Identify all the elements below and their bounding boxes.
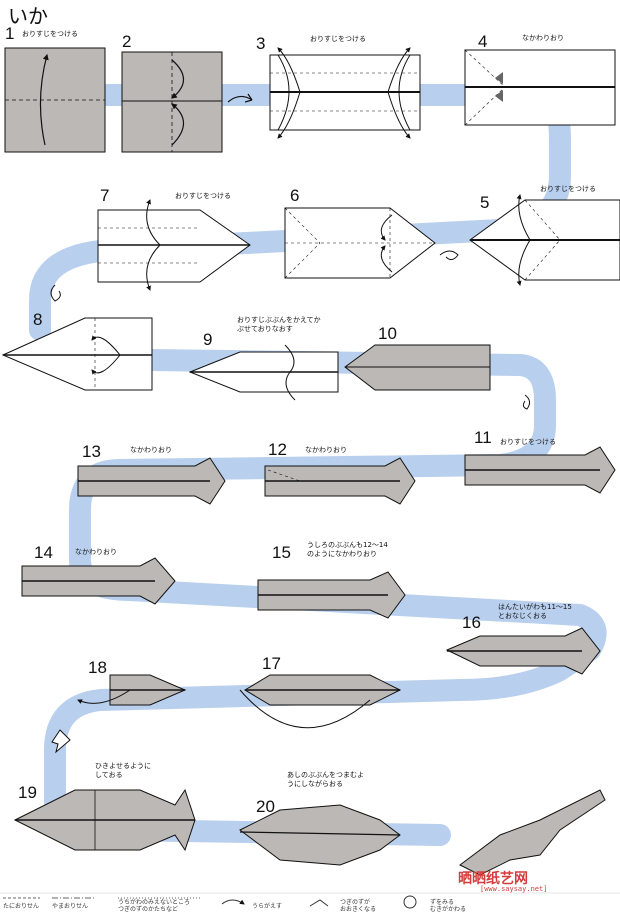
step-8-figure — [1, 317, 153, 391]
rotate-arrow-icon-3 — [522, 394, 531, 410]
step-note-1: おりすじをつける — [22, 30, 78, 38]
step-number-14: 14 — [34, 543, 53, 562]
step-number-8: 8 — [33, 310, 43, 329]
step-number-16: 16 — [462, 613, 481, 632]
step-note-16-line2: とおなじくおる — [498, 612, 547, 620]
step-note-12: なかわりおり — [305, 446, 347, 454]
step-number-1: 1 — [5, 24, 15, 43]
step-7-figure — [97, 199, 251, 291]
step-note-7: おりすじをつける — [175, 192, 231, 200]
step-1-figure — [4, 47, 106, 153]
step-10-figure — [344, 344, 491, 391]
step-note-4: なかわりおり — [522, 34, 564, 42]
watermark-brand: 晒晒纸艺网 — [458, 871, 528, 887]
step-number-19: 19 — [18, 783, 37, 802]
step-5-figure — [469, 194, 620, 286]
legend-enlarge-label-2: おおきくなる — [340, 906, 377, 913]
step-9-figure — [188, 344, 339, 401]
step-note-15-line2: のようになかわりおり — [307, 550, 377, 558]
step-13-figure — [77, 457, 226, 505]
step-number-10: 10 — [378, 324, 397, 343]
legend — [0, 892, 620, 909]
step-number-12: 12 — [268, 440, 287, 459]
step-note-9-line1: おりすじぶぶんをかえてか — [237, 316, 321, 324]
step-17-figure — [239, 674, 402, 729]
step-number-15: 15 — [272, 543, 291, 562]
step-number-11: 11 — [474, 428, 492, 447]
step-note-20-line1: あしのぶぶんをつまむよ — [287, 771, 364, 779]
step-15-figure — [257, 571, 406, 619]
enlarge-arrow-icon — [51, 729, 71, 754]
step-19-figure — [13, 788, 196, 852]
step-note-20-line2: うにしながらおる — [287, 780, 343, 788]
step-number-9: 9 — [203, 330, 213, 349]
step-number-17: 17 — [262, 654, 281, 673]
step-16-figure — [445, 627, 601, 675]
step-number-2: 2 — [122, 32, 132, 51]
legend-rotate-label-2: むきがかわる — [430, 906, 467, 913]
step-note-5: おりすじをつける — [540, 185, 596, 193]
step-note-15-line1: うしろのぶぶんも12～14 — [307, 541, 388, 549]
step-note-14: なかわりおり — [75, 548, 117, 556]
step-14-figure — [21, 557, 176, 605]
finished-squid-figure — [459, 789, 606, 876]
step-number-4: 4 — [478, 32, 488, 51]
rotate-arrow-icon-2 — [50, 284, 61, 302]
watermark-url: [www.saysay.net] — [480, 885, 548, 893]
step-3-figure — [269, 47, 421, 139]
legend-valley-label: たにおりせん — [3, 903, 40, 910]
step-6-figure — [284, 207, 436, 279]
step-note-19-line1: ひきよせるように — [95, 762, 151, 770]
step-number-20: 20 — [256, 797, 275, 816]
step-note-13: なかわりおり — [130, 446, 172, 454]
step-20-figure — [239, 804, 401, 866]
step-note-11: おりすじをつける — [500, 438, 556, 446]
step-note-9-line2: ぶせておりなおす — [237, 325, 293, 333]
step-number-5: 5 — [480, 193, 490, 212]
step-note-16-line1: はんたいがわも11～15 — [498, 603, 572, 611]
rotate-arrow-icon — [439, 250, 459, 261]
step-4-figure — [464, 49, 616, 126]
step-number-18: 18 — [88, 658, 107, 677]
legend-mountain-label: やまおりせん — [52, 903, 89, 910]
step-note-19-line2: しておる — [95, 771, 123, 779]
legend-enlarge-label-1: つぎのずが — [340, 899, 371, 906]
step-12-figure — [264, 457, 416, 505]
step-2-figure — [121, 51, 223, 153]
legend-flip-label: うらがえす — [252, 903, 283, 910]
step-note-3: おりすじをつける — [310, 35, 366, 43]
step-11-figure — [464, 446, 616, 494]
step-number-3: 3 — [256, 34, 266, 53]
step-number-13: 13 — [82, 442, 101, 461]
step-18-figure — [77, 674, 187, 706]
page-title: いか — [8, 4, 48, 28]
legend-hidden-label-2: つぎのずのかたちなど — [118, 906, 179, 913]
step-number-6: 6 — [290, 186, 300, 205]
legend-rotate-label-1: ずをみる — [430, 899, 455, 906]
flip-arrow-icon — [227, 93, 253, 103]
legend-hidden-label-1: うちがわのみえないところ — [118, 899, 191, 906]
step-number-7: 7 — [100, 186, 110, 205]
